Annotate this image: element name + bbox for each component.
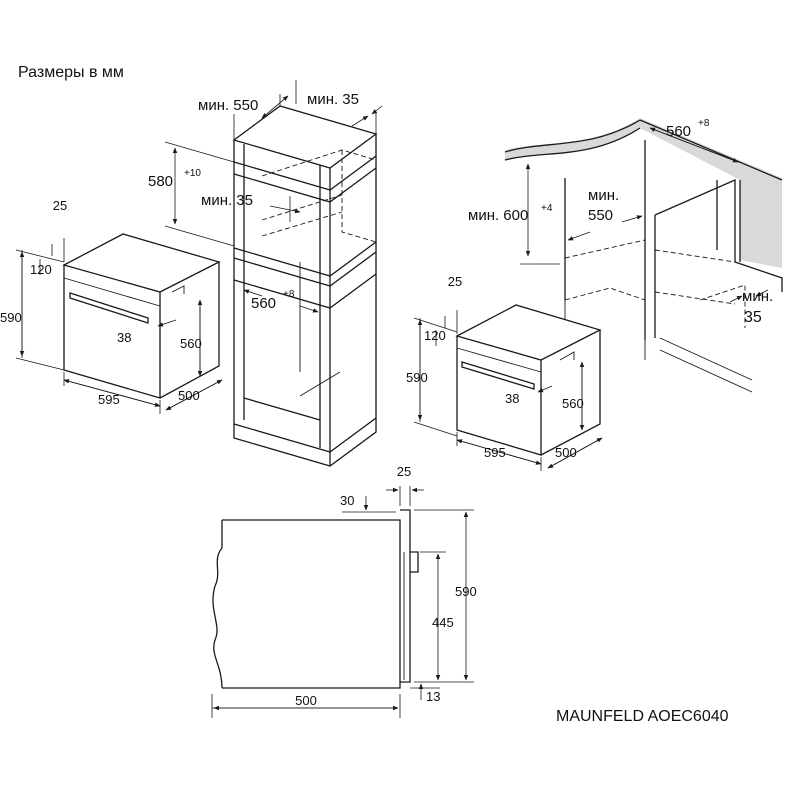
under-counter-dim-560: 560	[666, 123, 691, 140]
under-counter-min-35-l2: 35	[744, 309, 762, 326]
side-view-dim-590: 590	[455, 584, 477, 599]
side-view-handle	[410, 551, 419, 573]
tall-unit-min-550: мин. 550	[198, 97, 258, 114]
side-view-dim-13: 13	[426, 689, 440, 704]
under-counter-min-550-l2: 550	[588, 207, 613, 224]
side-view-dim-445: 445	[432, 615, 454, 630]
oven-right-dim-500: 500	[555, 445, 577, 460]
oven-left-dim-590: 590	[0, 310, 22, 325]
side-view-body	[222, 519, 401, 689]
oven-right-dim-590: 590	[406, 370, 428, 385]
oven-right-dim-38: 38	[505, 391, 519, 406]
tall-unit-min-35-mid: мин. 35	[201, 192, 253, 209]
tall-unit: мин. 550 мин. 35 580 +10 мин. 35 560 +8	[148, 80, 383, 467]
under-counter-min-550-l1: мин.	[588, 187, 619, 204]
under-counter-dim-560-tol: +8	[698, 118, 710, 129]
oven-left-top	[62, 233, 221, 293]
under-counter-min-600-tol: +4	[541, 203, 553, 214]
page-title: Размеры в мм	[18, 64, 124, 81]
tall-unit-dim-560: 560	[251, 295, 276, 312]
oven-left-dim-500: 500	[178, 388, 200, 403]
side-view-dim-25: 25	[397, 464, 411, 479]
worktop-shading	[505, 118, 782, 268]
oven-left-side	[159, 262, 220, 399]
side-view-dim-30: 30	[340, 493, 354, 508]
oven-left-dim-120: 120	[30, 262, 52, 277]
oven-left: 25 120 590 38 560 595 500	[0, 198, 223, 414]
oven-left-dim-595: 595	[98, 392, 120, 407]
side-view-door	[400, 509, 411, 683]
oven-left-dim-38: 38	[117, 330, 131, 345]
side-view-dim-500: 500	[295, 693, 317, 708]
oven-left-front	[63, 265, 161, 399]
oven-left-dim-560: 560	[180, 336, 202, 351]
oven-left-dim-25: 25	[53, 198, 67, 213]
model-name: MAUNFELD AOEC6040	[556, 708, 729, 725]
oven-right-dim-25: 25	[448, 274, 462, 289]
oven-right-dim-595: 595	[484, 445, 506, 460]
tall-unit-dim-560-tol: +8	[283, 289, 295, 300]
side-view: 25 30 590 445 500 13	[211, 464, 477, 718]
oven-right-dim-120: 120	[424, 328, 446, 343]
oven-left-handle	[69, 292, 149, 324]
under-counter-min-35-l1: мин.	[742, 288, 773, 305]
tall-unit-min-35-top: мин. 35	[307, 91, 359, 108]
tall-unit-dim-580: 580	[148, 173, 173, 190]
oven-right: 25 120 590 38 560 595 500	[406, 274, 603, 471]
tall-unit-dim-580-tol: +10	[184, 168, 201, 179]
oven-right-dim-560: 560	[562, 396, 584, 411]
tall-unit-top	[232, 105, 378, 169]
under-counter-min-600: мин. 600	[468, 207, 528, 224]
under-counter: 560 +8 мин. 600 +4 мин. 550 мин. 35	[468, 118, 783, 393]
